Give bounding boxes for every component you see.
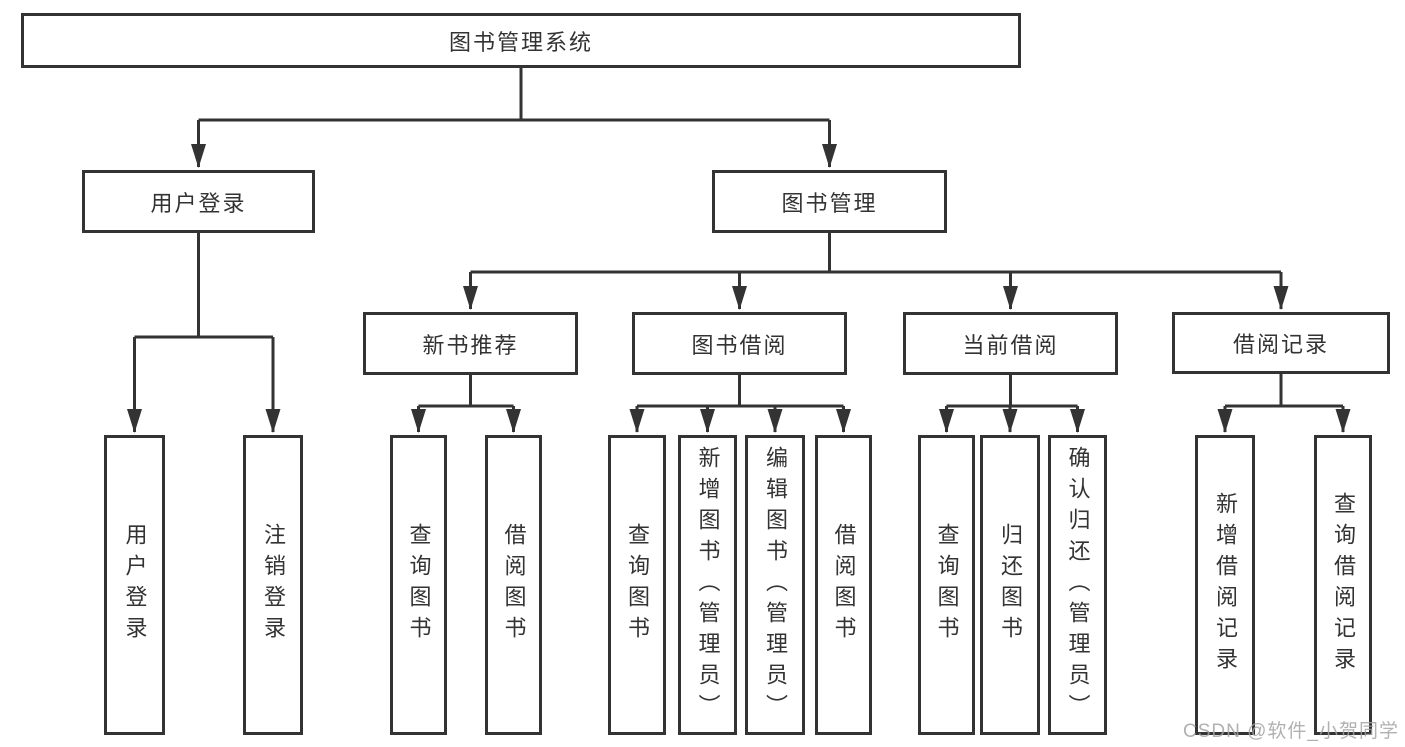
node-current-borrowing: 当前借阅 <box>903 312 1118 375</box>
node-leaf-borrow-book-recommend-label: 借阅图书 <box>501 523 527 647</box>
node-leaf-add-borrow-record: 新增借阅记录 <box>1195 435 1255 735</box>
connector-book-management-trunk <box>470 233 1281 274</box>
node-leaf-add-book-admin-label: 新增图书（管理员） <box>695 445 721 725</box>
node-leaf-confirm-return-admin-label: 确认归还（管理员） <box>1065 445 1091 725</box>
node-leaf-query-book-recommend: 查询图书 <box>390 435 447 735</box>
node-borrowing-records: 借阅记录 <box>1172 312 1390 374</box>
node-leaf-query-book-recommend-label: 查询图书 <box>406 523 432 647</box>
connector-borrowing-records-trunk <box>1225 374 1343 408</box>
node-user-login: 用户登录 <box>82 170 315 233</box>
node-leaf-query-borrow-record-label: 查询借阅记录 <box>1331 492 1356 678</box>
connector-new-book-recommend-trunk <box>418 375 514 408</box>
node-current-borrowing-label: 当前借阅 <box>962 332 1059 358</box>
node-leaf-user-login: 用户登录 <box>104 435 165 735</box>
node-leaf-return-book-label: 归还图书 <box>998 523 1023 647</box>
node-leaf-logout: 注销登录 <box>243 435 303 735</box>
node-leaf-return-book: 归还图书 <box>980 435 1040 735</box>
node-book-management-label: 图书管理 <box>781 190 878 216</box>
node-leaf-borrow-book-borrowing-label: 借阅图书 <box>831 523 857 647</box>
node-leaf-borrow-book-borrowing: 借阅图书 <box>815 435 872 735</box>
node-leaf-edit-book-admin: 编辑图书（管理员） <box>745 435 805 735</box>
node-leaf-query-book-current-label: 查询图书 <box>934 523 960 647</box>
node-leaf-edit-book-admin-label: 编辑图书（管理员） <box>763 445 788 725</box>
connector-current-borrowing-trunk <box>946 375 1078 408</box>
node-leaf-query-book-borrowing: 查询图书 <box>608 435 666 735</box>
connector-user-login-trunk <box>134 233 273 339</box>
node-library-system-label: 图书管理系统 <box>448 29 593 55</box>
node-borrowing-records-label: 借阅记录 <box>1232 332 1329 357</box>
node-leaf-borrow-book-recommend: 借阅图书 <box>485 435 542 735</box>
node-library-system: 图书管理系统 <box>21 13 1021 68</box>
node-user-login-label: 用户登录 <box>150 190 247 216</box>
node-leaf-query-book-borrowing-label: 查询图书 <box>625 523 650 647</box>
connector-book-borrowing-trunk <box>637 375 844 408</box>
node-book-management: 图书管理 <box>712 170 947 233</box>
node-leaf-user-login-label: 用户登录 <box>122 523 148 647</box>
csdn-watermark: CSDN @软件_小贺同学 <box>1183 721 1399 742</box>
node-leaf-query-borrow-record: 查询借阅记录 <box>1314 435 1372 735</box>
node-leaf-add-book-admin: 新增图书（管理员） <box>678 435 737 735</box>
node-new-book-recommend-label: 新书推荐 <box>422 332 519 358</box>
node-leaf-add-borrow-record-label: 新增借阅记录 <box>1213 492 1238 678</box>
node-new-book-recommend: 新书推荐 <box>363 312 578 375</box>
node-leaf-logout-label: 注销登录 <box>261 523 286 647</box>
node-book-borrowing-label: 图书借阅 <box>691 332 788 358</box>
node-book-borrowing: 图书借阅 <box>632 312 847 375</box>
node-leaf-query-book-current: 查询图书 <box>918 435 975 735</box>
node-leaf-confirm-return-admin: 确认归还（管理员） <box>1048 435 1107 735</box>
connector-root-trunk <box>198 67 830 122</box>
